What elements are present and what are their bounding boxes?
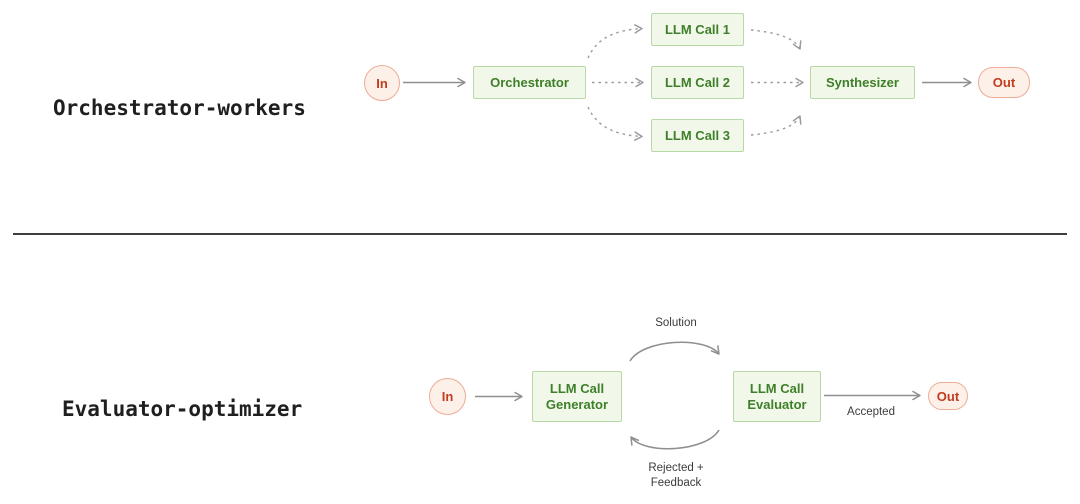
section-label-orchestrator-workers: Orchestrator-workers — [53, 96, 306, 120]
node-llm-call-1-label: LLM Call 1 — [664, 21, 730, 37]
node-out-top: Out — [978, 67, 1030, 98]
section-label-evaluator-optimizer: Evaluator-optimizer — [62, 397, 303, 421]
node-llm-call-evaluator-line2: Evaluator — [747, 396, 807, 412]
node-in-bottom-label: In — [441, 389, 454, 404]
node-llm-call-evaluator-line1: LLM Call — [749, 380, 805, 396]
edge-label-rejected-feedback: Rejected + Feedback — [648, 461, 703, 491]
node-in-top: In — [364, 65, 400, 101]
edge-label-solution: Solution — [655, 317, 697, 329]
arrow-llm-call-3-to-synthesizer — [750, 115, 802, 136]
node-llm-call-1: LLM Call 1 — [651, 13, 744, 46]
arrow-llm-call-1-to-synthesizer — [750, 29, 802, 50]
node-synthesizer-label: Synthesizer — [826, 74, 899, 90]
arrow-generator-to-evaluator-solution — [629, 341, 720, 362]
node-llm-call-3: LLM Call 3 — [651, 119, 744, 152]
node-llm-call-generator: LLM Call Generator — [532, 371, 622, 422]
node-out-bottom-label: Out — [936, 388, 960, 404]
edge-label-rejected-line2: Feedback — [650, 477, 702, 489]
node-llm-call-evaluator: LLM Call Evaluator — [733, 371, 821, 422]
arrow-evaluator-to-generator-rejected — [630, 429, 720, 450]
node-in-top-label: In — [376, 75, 388, 91]
edge-label-accepted: Accepted — [847, 406, 895, 418]
node-in-bottom: In — [429, 378, 466, 415]
node-llm-call-3-label: LLM Call 3 — [664, 127, 730, 143]
node-llm-call-generator-line1: LLM Call — [549, 380, 605, 396]
node-llm-call-generator-line2: Generator — [545, 396, 609, 412]
section-divider — [13, 233, 1067, 236]
node-orchestrator: Orchestrator — [473, 66, 586, 99]
node-out-top-label: Out — [992, 75, 1016, 90]
arrow-orchestrator-to-llm-call-3 — [587, 106, 643, 141]
arrow-orchestrator-to-llm-call-1 — [587, 24, 643, 59]
node-llm-call-2: LLM Call 2 — [651, 66, 744, 99]
node-llm-call-2-label: LLM Call 2 — [664, 74, 730, 90]
node-synthesizer: Synthesizer — [810, 66, 915, 99]
edge-label-rejected-line1: Rejected + — [648, 462, 704, 474]
node-orchestrator-label: Orchestrator — [490, 74, 569, 90]
node-out-bottom: Out — [928, 382, 968, 410]
